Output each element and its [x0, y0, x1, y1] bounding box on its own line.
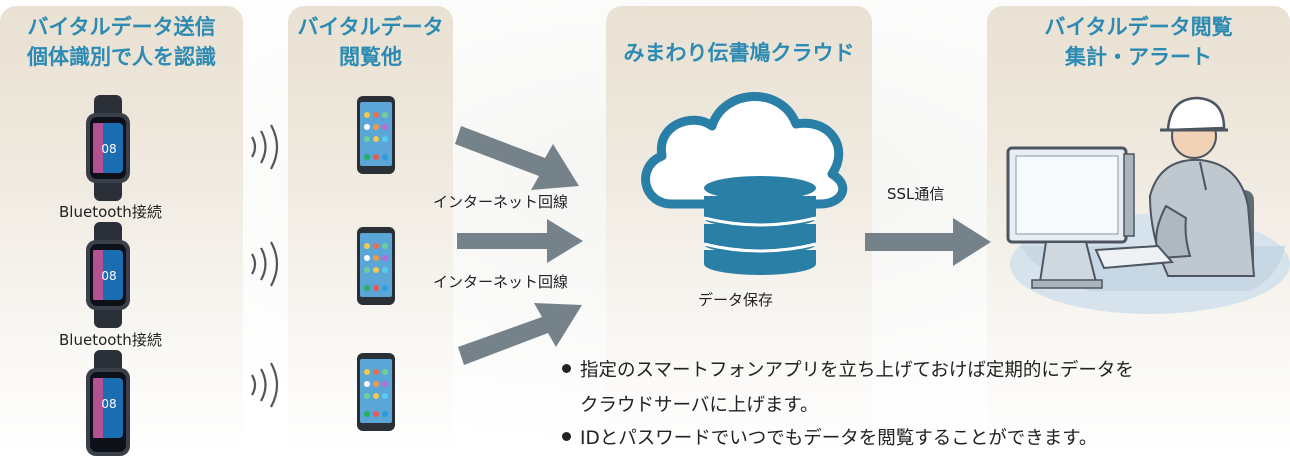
- viewer-title-line2: 閲覧他: [339, 45, 402, 69]
- cloud-column: みまわり伝書鳩クラウド: [606, 6, 872, 456]
- smartphone-icon: [357, 227, 395, 305]
- monitor-title-line1: バイタルデータ閲覧: [1044, 15, 1233, 39]
- smartphone-icon: [357, 96, 395, 174]
- sender-title-line1: バイタルデータ送信: [27, 15, 216, 39]
- note-text-1: 指定のスマートフォンアプリを立ち上げておけば定期的にデータを: [580, 360, 1134, 381]
- svg-text:08: 08: [101, 269, 116, 283]
- svg-text:08: 08: [101, 397, 116, 411]
- wireless-signal-icon: [251, 241, 279, 287]
- bullet-icon: [562, 432, 571, 441]
- smartphone-icon: [357, 353, 395, 431]
- ssl-label: SSL通信: [887, 185, 945, 203]
- data-storage-label: データ保存: [698, 291, 774, 309]
- internet-label-1: インターネット回線: [433, 193, 569, 211]
- cloud-column-title: みまわり伝書鳩クラウド: [623, 41, 855, 65]
- sender-title-line2: 個体識別で人を認識: [27, 45, 216, 69]
- note-text-3: IDとパスワードでいつでもデータを閲覧することができます。: [580, 428, 1098, 449]
- svg-text:08: 08: [101, 142, 116, 156]
- internet-label-2: インターネット回線: [433, 273, 569, 291]
- note-text-2: クラウドサーバに上げます。: [580, 395, 819, 416]
- viewer-title-line1: バイタルデータ: [297, 15, 444, 39]
- arrow-icon: [865, 218, 991, 266]
- note-item-continued: クラウドサーバに上げます。: [580, 393, 818, 419]
- wireless-signal-icon: [251, 362, 279, 408]
- arrow-icon: [455, 126, 579, 190]
- sender-column-title: バイタルデータ送信 個体識別で人を認識: [0, 12, 243, 72]
- smartwatch-icon: 08: [86, 222, 130, 328]
- bullet-icon: [562, 364, 571, 373]
- bluetooth-label-2: Bluetooth接続: [59, 331, 162, 349]
- database-icon: [703, 176, 817, 275]
- bluetooth-label-1: Bluetooth接続: [59, 203, 162, 221]
- wireless-signal-icon: [251, 124, 279, 170]
- viewer-column-title: バイタルデータ 閲覧他: [288, 12, 453, 72]
- monitor-column-title: バイタルデータ閲覧 集計・アラート: [987, 12, 1290, 72]
- worker-at-computer-illustration: [1006, 96, 1290, 314]
- monitor-title-line2: 集計・アラート: [1065, 45, 1212, 69]
- arrow-icon: [458, 303, 582, 365]
- arrow-icon: [457, 219, 583, 263]
- smartwatch-icon: 08: [86, 350, 130, 456]
- cloud-icon: [641, 92, 848, 209]
- note-item: 指定のスマートフォンアプリを立ち上げておけば定期的にデータを: [562, 358, 1134, 384]
- smartwatch-icon: 08: [86, 95, 130, 201]
- note-item: IDとパスワードでいつでもデータを閲覧することができます。: [562, 426, 1097, 452]
